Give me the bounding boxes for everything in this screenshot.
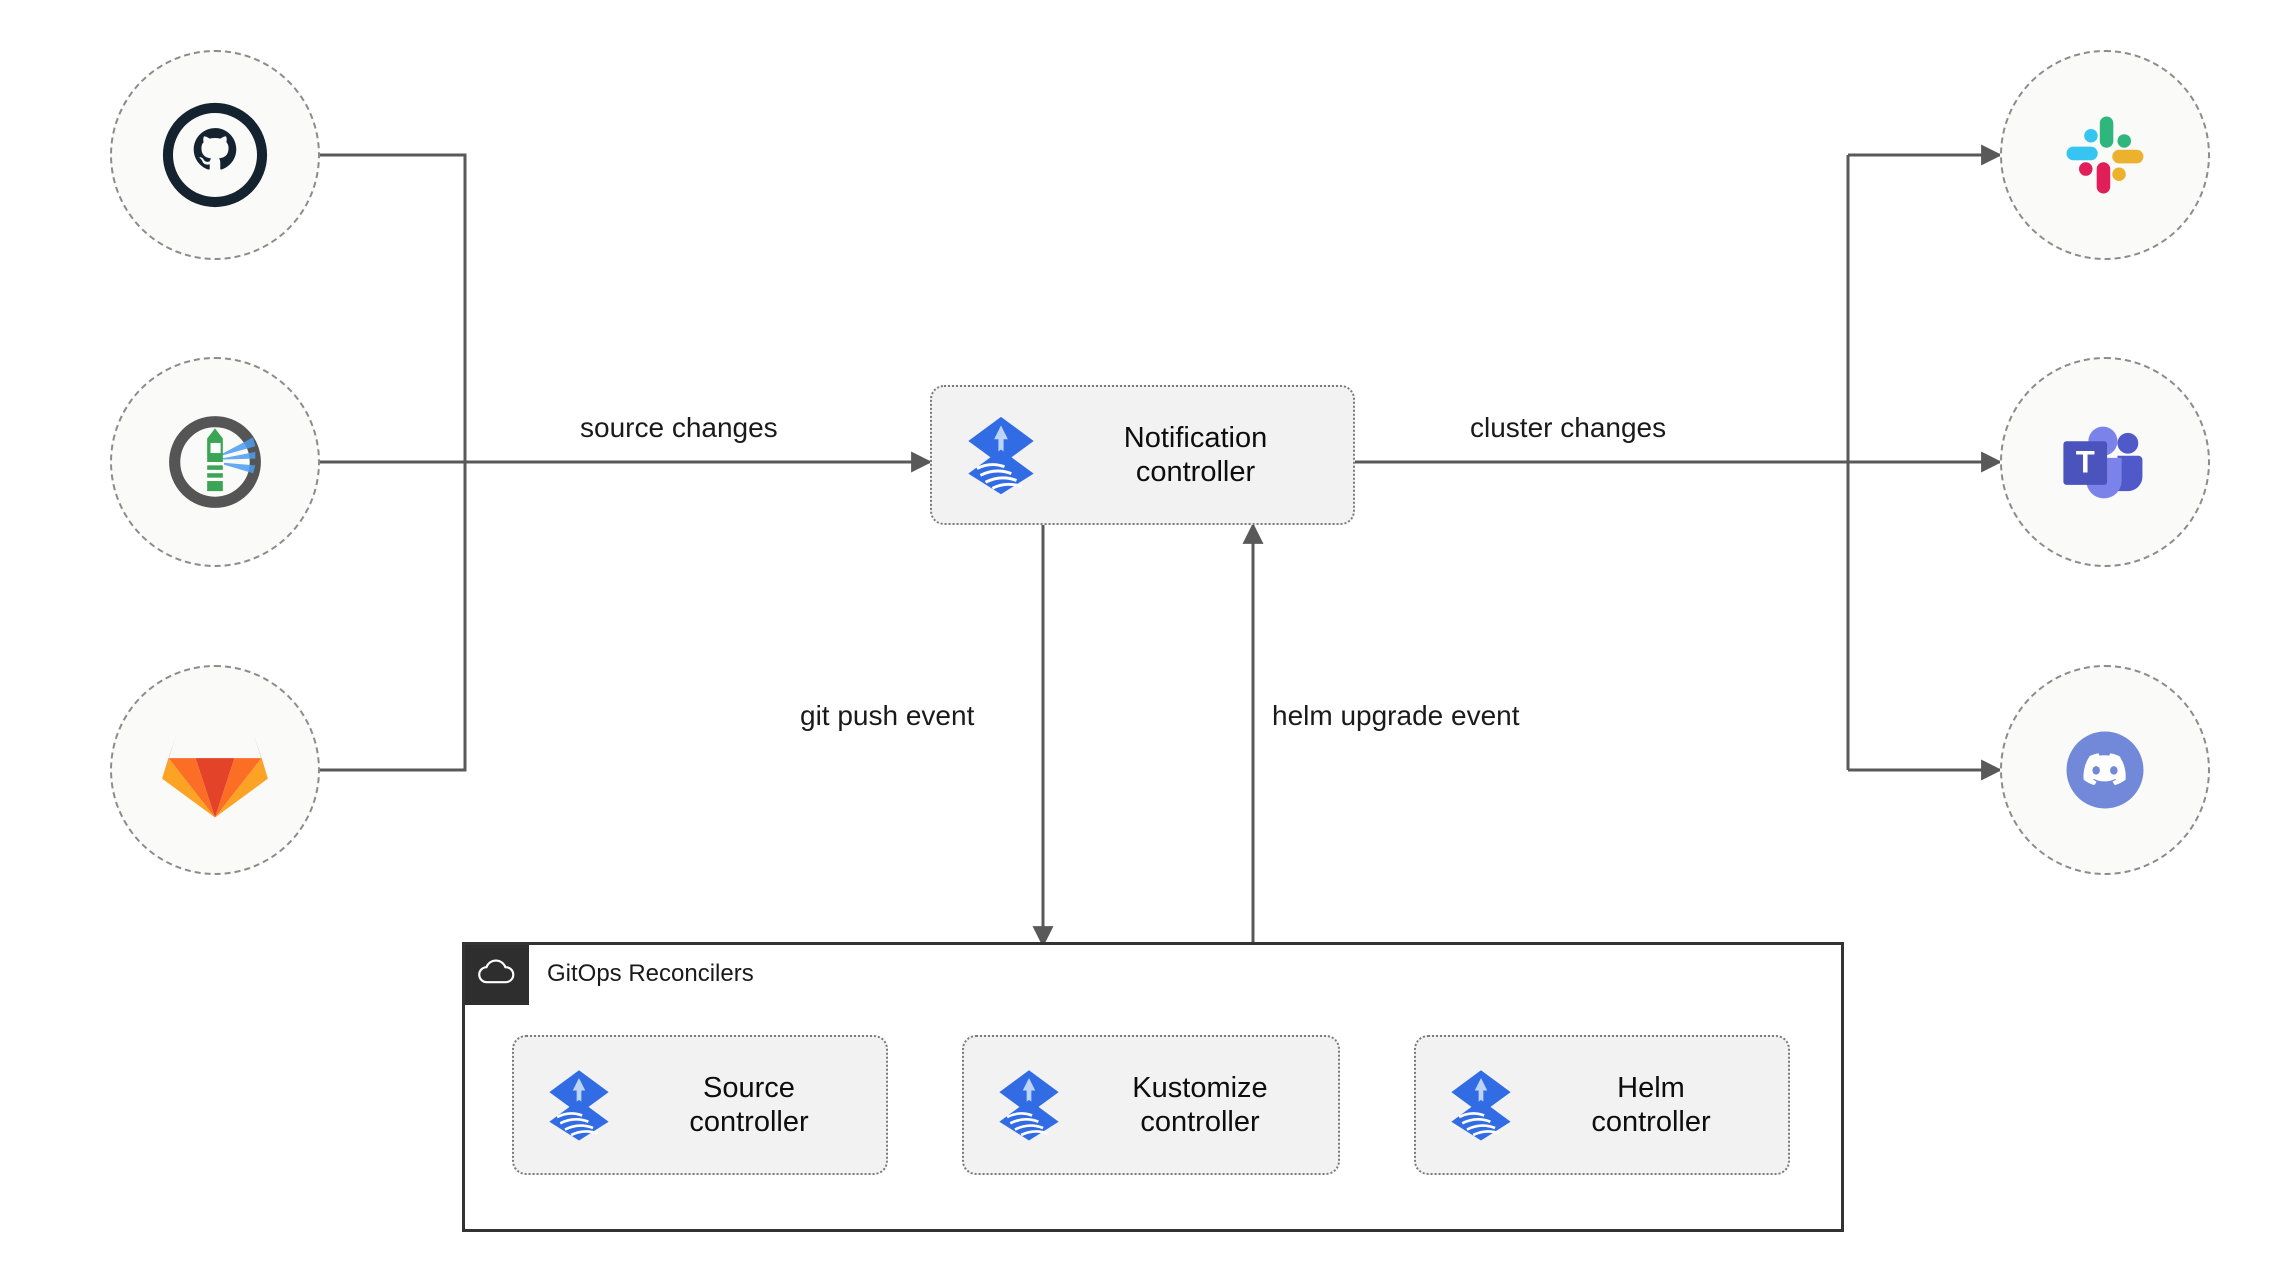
gitlab-icon: [161, 718, 269, 822]
destination-node-discord[interactable]: [2000, 665, 2210, 875]
edge-label-source-changes: source changes: [580, 412, 778, 443]
flux-lighthouse-icon: [159, 406, 271, 518]
github-icon: [159, 99, 271, 211]
notification-controller-box[interactable]: Notification controller: [930, 385, 1355, 525]
cloud-icon: [477, 958, 517, 992]
flux-logo-icon: [958, 410, 1044, 501]
edge-label-cluster-changes: cluster changes: [1470, 412, 1667, 443]
kustomize-controller-label: Kustomize controller: [1132, 1071, 1268, 1138]
flux-logo-icon: [990, 1064, 1068, 1147]
wire-sources-bus: [312, 153, 467, 772]
source-controller-label: Source controller: [689, 1071, 809, 1138]
source-node-flux[interactable]: [110, 357, 320, 567]
container-title: GitOps Reconcilers: [547, 960, 754, 987]
source-node-gitlab[interactable]: [110, 665, 320, 875]
flux-logo-icon: [1442, 1064, 1520, 1147]
slack-icon: [2053, 103, 2157, 207]
microsoft-teams-icon: T: [2053, 410, 2157, 514]
flux-logo-icon: [540, 1064, 618, 1147]
destination-node-teams[interactable]: T: [2000, 357, 2210, 567]
container-icon-tab: [465, 945, 529, 1005]
kustomize-controller-box[interactable]: Kustomize controller: [962, 1035, 1340, 1175]
svg-text:T: T: [2076, 444, 2095, 479]
helm-controller-label: Helm controller: [1591, 1071, 1711, 1138]
edge-label-git-push-event: git push event: [800, 700, 975, 731]
discord-icon: [2053, 718, 2157, 822]
source-node-github[interactable]: [110, 50, 320, 260]
source-controller-box[interactable]: Source controller: [512, 1035, 888, 1175]
edge-label-helm-upgrade-event: helm upgrade event: [1272, 700, 1520, 731]
destination-node-slack[interactable]: [2000, 50, 2210, 260]
notification-controller-label: Notification controller: [1123, 421, 1268, 488]
helm-controller-box[interactable]: Helm controller: [1414, 1035, 1790, 1175]
